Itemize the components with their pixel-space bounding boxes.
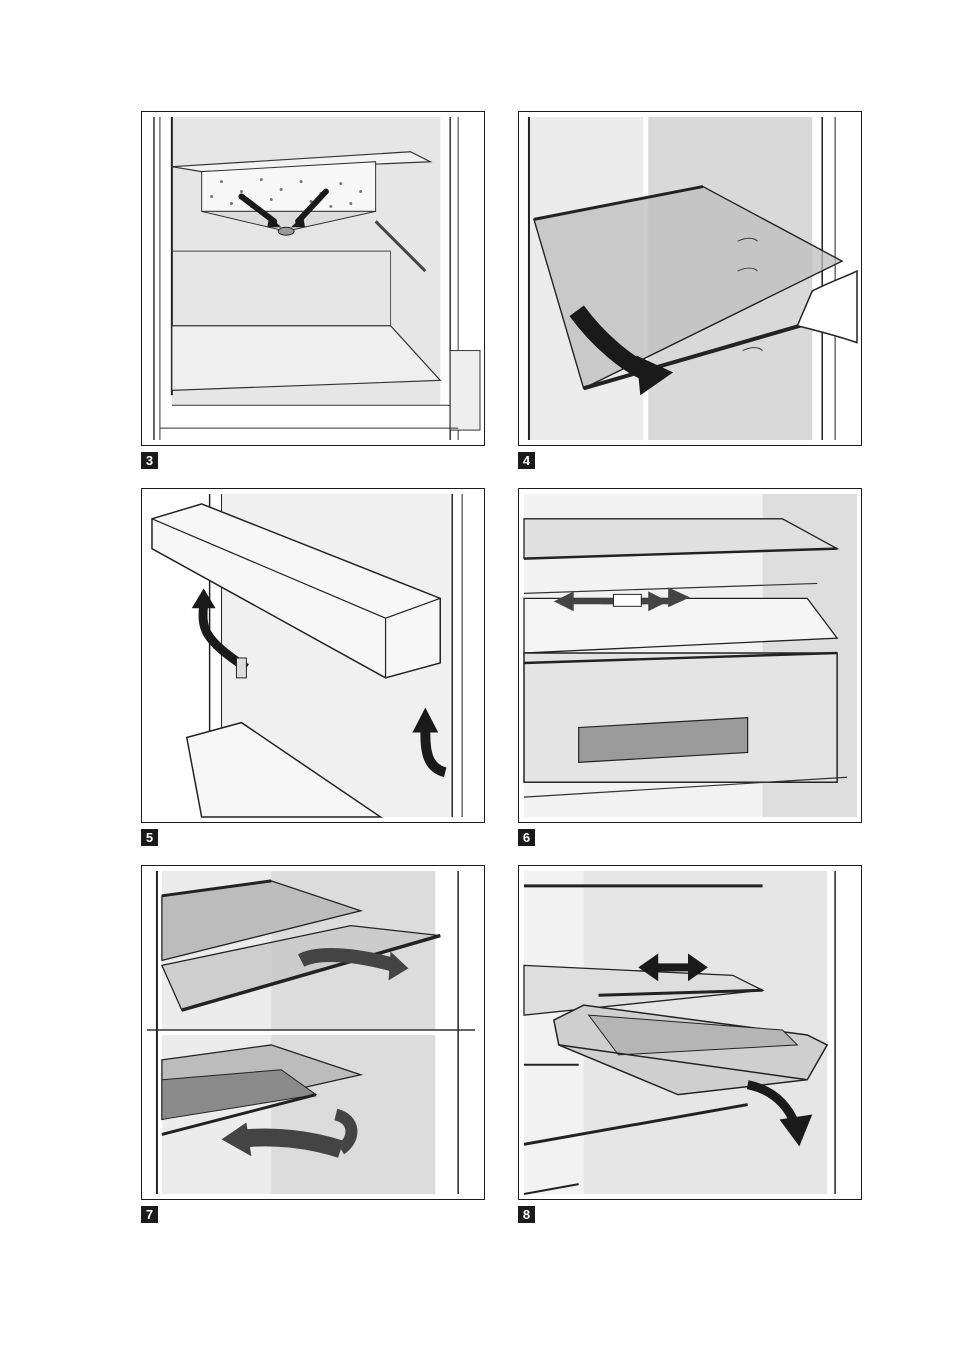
figure-8-illustration <box>518 865 862 1200</box>
figure-3-illustration <box>141 111 485 446</box>
foldable-shelf-illustration <box>142 866 484 1199</box>
figure-number: 8 <box>518 1206 535 1223</box>
drain-hole-icon <box>278 227 294 235</box>
figure-5-illustration <box>141 488 485 823</box>
figure-number: 4 <box>518 452 535 469</box>
figure-7-illustration <box>141 865 485 1200</box>
figure-4-illustration <box>518 111 862 446</box>
figure-number: 5 <box>141 829 158 846</box>
figure-number: 6 <box>518 829 535 846</box>
sliding-tray-illustration <box>519 866 861 1199</box>
figure-number: 3 <box>141 452 158 469</box>
glass-shelf-removal-illustration <box>519 112 861 445</box>
vegetable-drawer-illustration <box>519 489 861 822</box>
door-shelf-removal-illustration <box>142 489 484 822</box>
drawer <box>524 653 837 782</box>
figure-6-illustration <box>518 488 862 823</box>
fridge-drain-illustration <box>142 112 484 445</box>
figure-number: 7 <box>141 1206 158 1223</box>
